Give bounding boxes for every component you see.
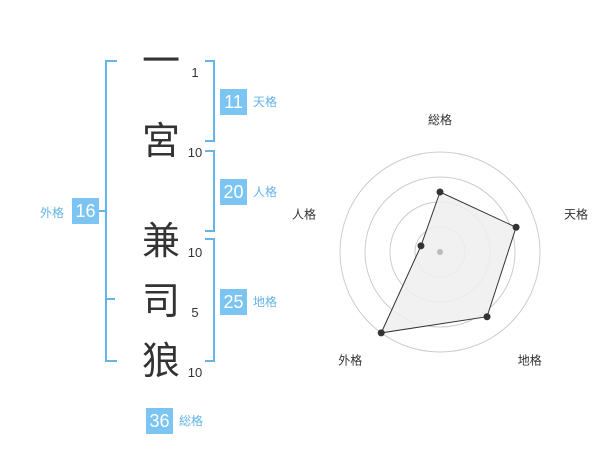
jinkaku-bracket [205, 150, 215, 232]
soukaku-label: 総格 [179, 414, 204, 428]
radar-axis-label: 外格 [338, 353, 362, 368]
radar-point [436, 188, 444, 196]
chikaku-label: 地格 [253, 295, 278, 309]
stroke-count-4: 5 [191, 305, 199, 320]
radar-axis-label: 天格 [564, 206, 588, 221]
tenkaku-bracket [205, 60, 215, 142]
stroke-count-2: 10 [187, 145, 203, 160]
jinkaku-value: 20 [220, 179, 247, 205]
gaikaku-bracket-tick [96, 210, 105, 212]
name-char-2: 宮 [141, 119, 180, 163]
stroke-count-3: 10 [187, 245, 203, 260]
name-char-4: 司 [141, 279, 180, 323]
radar-point [377, 329, 385, 337]
tenkaku-value: 11 [220, 89, 247, 115]
gaikaku-bracket [105, 60, 117, 362]
name-char-5: 狼 [141, 339, 180, 383]
radar-point [417, 242, 425, 250]
radar-grid-ring [364, 176, 516, 328]
radar-axis-label: 人格 [292, 206, 316, 221]
gaikaku-value: 16 [72, 198, 99, 224]
jinkaku-label: 人格 [253, 185, 278, 199]
chikaku-bracket [205, 238, 215, 362]
name-char-1: 一 [141, 39, 180, 83]
stroke-count-5: 10 [187, 365, 203, 380]
name-char-3: 兼 [141, 219, 180, 263]
soukaku-value: 36 [146, 408, 173, 434]
radar-point [512, 223, 520, 231]
tenkaku-label: 天格 [253, 95, 278, 109]
radar-axis-label: 地格 [518, 353, 542, 368]
chikaku-value: 25 [220, 289, 247, 315]
radar-series-area [380, 191, 517, 334]
radar-point [483, 313, 491, 321]
gaikaku-bracket-divider [105, 298, 115, 300]
gaikaku-label: 外格 [40, 206, 65, 220]
radar-center-dot [437, 249, 443, 255]
radar-grid-ring [339, 151, 541, 353]
radar-axis-label: 総格 [428, 112, 452, 127]
stroke-count-1: 1 [191, 65, 199, 80]
